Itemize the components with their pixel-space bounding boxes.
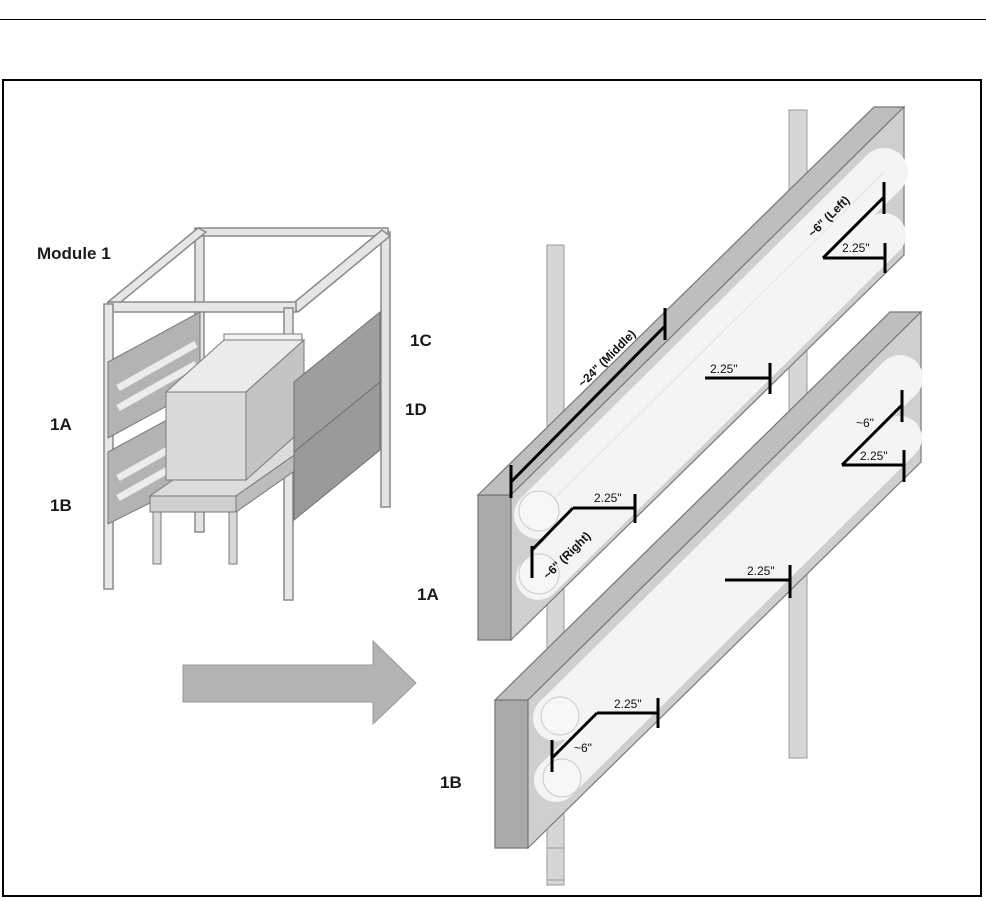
detail-label-1a: 1A [417,585,439,604]
pole-left-front [546,847,565,881]
dim-b-bottom-six: ~6" [574,741,592,755]
dim-b-bottom-gap: 2.25" [614,697,642,711]
module-title: Module 1 [37,244,111,263]
label-1d: 1D [405,400,427,419]
label-1b: 1B [50,496,72,515]
detail-board-1a-slots [514,148,908,600]
label-1c: 1C [410,331,432,350]
top-rule [0,19,986,20]
label-1a: 1A [50,415,72,434]
dimensions-1a [509,182,887,578]
cage-board-1d [293,380,381,522]
dim-b-mid-gap: 2.25" [747,564,775,578]
dim-a-bottom-gap: 2.25" [594,491,622,505]
dim-a-mid-gap: 2.25" [710,362,738,376]
dim-b-top-gap: 2.25" [860,449,888,463]
detail-label-1b: 1B [440,773,462,792]
dim-b-top-six: ~6" [856,416,874,430]
cage-board-1a [107,311,201,439]
cage-box [164,333,306,482]
dim-a-top-gap: 2.25" [842,241,870,255]
detail-board-1b-slots [533,355,923,802]
dimensions-1b [550,390,906,772]
arrow-icon [182,639,417,726]
figure-frame [2,79,982,897]
